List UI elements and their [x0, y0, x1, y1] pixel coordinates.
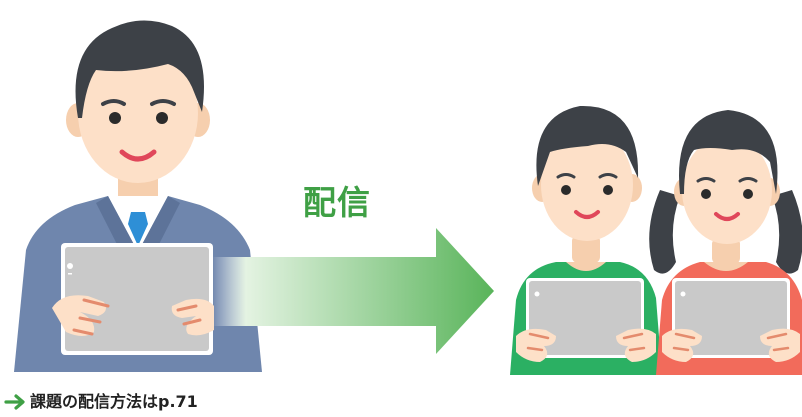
reference-link[interactable]: 課題の配信方法はp.71: [4, 393, 198, 411]
student-girl-figure: [649, 110, 802, 375]
teacher-figure: [14, 20, 262, 372]
delivery-label: 配信: [303, 183, 371, 222]
reference-text: 課題の配信方法はp.71: [30, 392, 198, 411]
arrow-right-icon: [4, 394, 25, 410]
student-boy-figure: [510, 105, 662, 375]
gradient-arrow-right-icon: [212, 228, 494, 354]
